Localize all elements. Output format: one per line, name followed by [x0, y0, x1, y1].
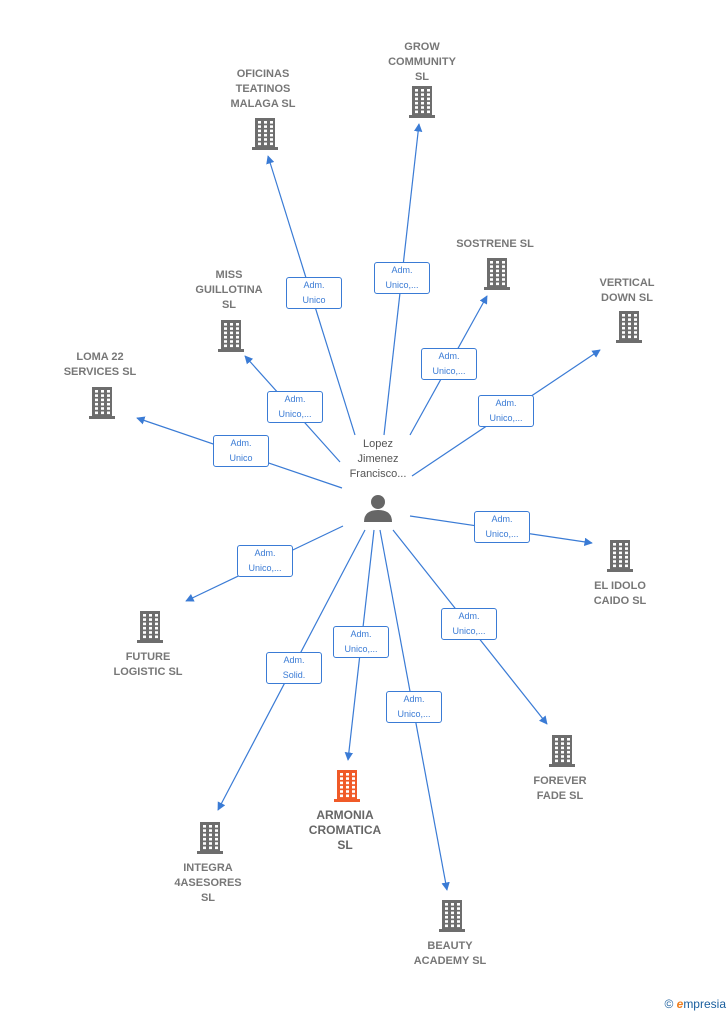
- role-badge-loma[interactable]: Adm. Unico: [213, 435, 269, 467]
- company-name: FUTURE LOGISTIC SL: [113, 651, 183, 678]
- person-name: Lopez Jimenez Francisco...: [349, 438, 407, 480]
- company-name: GROW COMMUNITY SL: [388, 41, 456, 83]
- company-name: ARMONIA CROMATICA SL: [308, 808, 382, 852]
- building-icon[interactable]: [606, 538, 634, 577]
- company-node-beauty[interactable]: BEAUTY ACADEMY SL: [390, 939, 510, 969]
- role-badge-grow[interactable]: Adm. Unico,...: [374, 262, 430, 294]
- company-node-forever[interactable]: FOREVER FADE SL: [500, 774, 620, 804]
- role-badge-miss[interactable]: Adm. Unico,...: [267, 391, 323, 423]
- company-name: BEAUTY ACADEMY SL: [413, 940, 487, 967]
- company-name: OFICINAS TEATINOS MALAGA SL: [230, 68, 296, 110]
- person-node[interactable]: Lopez Jimenez Francisco...: [328, 437, 428, 529]
- building-icon[interactable]: [438, 898, 466, 937]
- company-node-armonia[interactable]: ARMONIA CROMATICA SL: [285, 808, 405, 853]
- role-badge-oficinas[interactable]: Adm. Unico: [286, 277, 342, 309]
- building-icon[interactable]: [217, 318, 245, 357]
- company-node-integra[interactable]: INTEGRA 4ASESORES SL: [148, 861, 268, 906]
- building-icon[interactable]: [251, 116, 279, 155]
- company-node-miss[interactable]: MISS GUILLOTINA SL: [169, 268, 289, 313]
- role-badge-vertical[interactable]: Adm. Unico,...: [478, 395, 534, 427]
- building-icon[interactable]: [408, 84, 436, 123]
- person-icon: [364, 495, 392, 522]
- role-badge-integra[interactable]: Adm. Solid.: [266, 652, 322, 684]
- empresia-logo: © empresia: [664, 997, 726, 1011]
- building-icon[interactable]: [136, 609, 164, 648]
- company-name: LOMA 22 SERVICES SL: [63, 351, 137, 378]
- building-icon[interactable]: [483, 256, 511, 295]
- role-badge-forever[interactable]: Adm. Unico,...: [441, 608, 497, 640]
- company-name: FOREVER FADE SL: [533, 775, 587, 802]
- building-icon[interactable]: [333, 768, 361, 807]
- role-badge-future[interactable]: Adm. Unico,...: [237, 545, 293, 577]
- company-node-vertical[interactable]: VERTICAL DOWN SL: [567, 276, 687, 306]
- company-node-oficinas[interactable]: OFICINAS TEATINOS MALAGA SL: [203, 67, 323, 112]
- building-icon[interactable]: [615, 309, 643, 348]
- company-name: SOSTRENE SL: [456, 238, 534, 250]
- company-node-idolo[interactable]: EL IDOLO CAIDO SL: [560, 579, 680, 609]
- company-name: VERTICAL DOWN SL: [599, 277, 655, 304]
- company-node-loma[interactable]: LOMA 22 SERVICES SL: [40, 350, 160, 380]
- building-icon[interactable]: [196, 820, 224, 859]
- role-badge-armonia[interactable]: Adm. Unico,...: [333, 626, 389, 658]
- company-node-grow[interactable]: GROW COMMUNITY SL: [362, 40, 482, 85]
- building-icon[interactable]: [88, 385, 116, 424]
- role-badge-idolo[interactable]: Adm. Unico,...: [474, 511, 530, 543]
- role-badge-sostrene[interactable]: Adm. Unico,...: [421, 348, 477, 380]
- company-node-sostrene[interactable]: SOSTRENE SL: [435, 237, 555, 252]
- building-icon[interactable]: [548, 733, 576, 772]
- company-name: INTEGRA 4ASESORES SL: [174, 862, 242, 904]
- role-badge-beauty[interactable]: Adm. Unico,...: [386, 691, 442, 723]
- company-name: MISS GUILLOTINA SL: [195, 269, 263, 311]
- company-name: EL IDOLO CAIDO SL: [593, 580, 647, 607]
- company-node-future[interactable]: FUTURE LOGISTIC SL: [88, 650, 208, 680]
